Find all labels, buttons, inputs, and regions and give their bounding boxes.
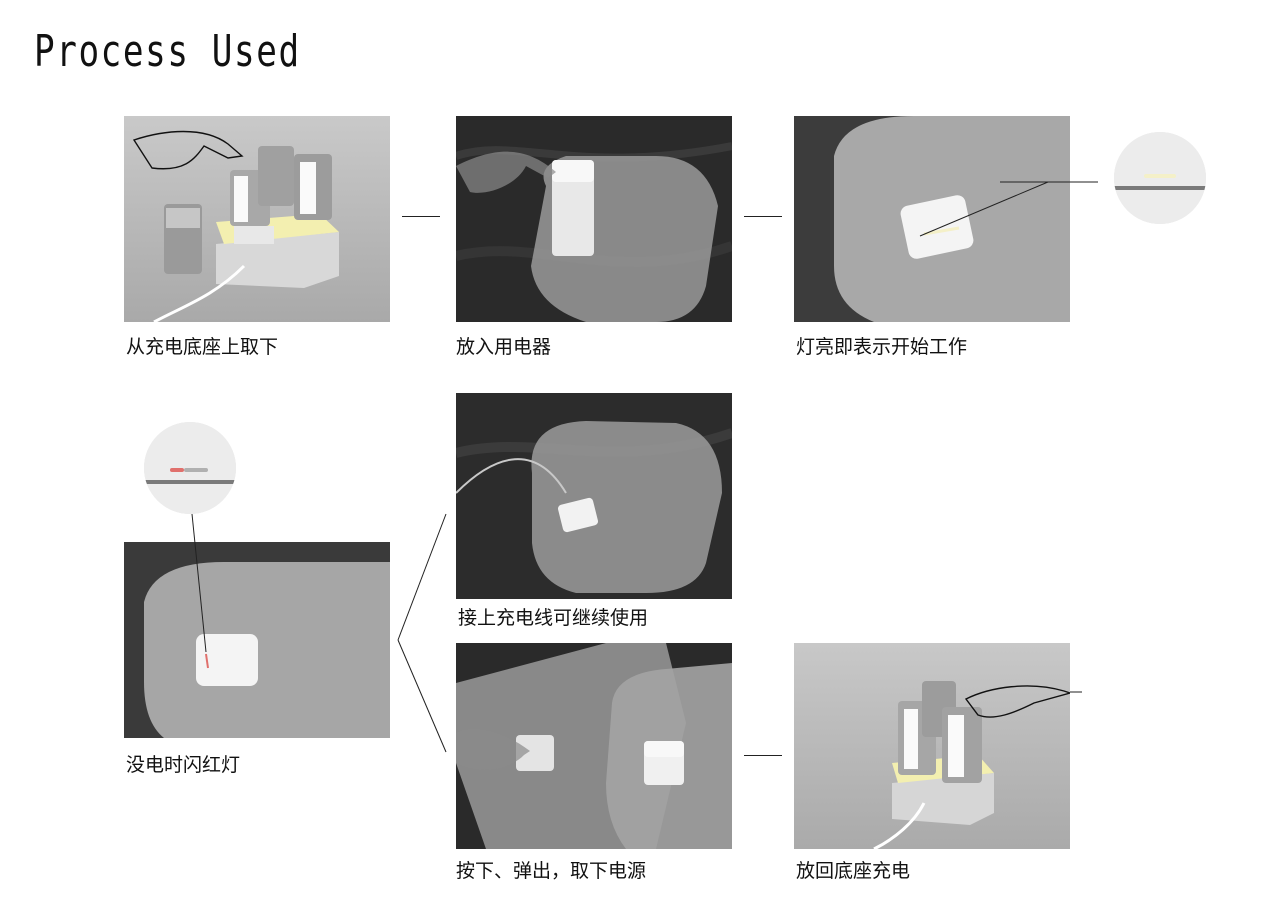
connector-2-3 [744,216,782,217]
step-5-image [456,393,732,599]
step-1-caption: 从充电底座上取下 [126,336,279,358]
step-2-caption: 放入用电器 [456,336,552,358]
page-title: Process Used [34,26,301,77]
connector-6-7 [744,755,782,756]
step-6-caption: 按下、弹出，取下电源 [456,860,647,882]
indicator-low-detail [144,422,236,514]
step-6-image [456,643,732,849]
indicator-on-detail [1114,132,1206,224]
step-2-image [456,116,732,322]
step-3-caption: 灯亮即表示开始工作 [796,336,968,358]
step-5-caption: 接上充电线可继续使用 [458,607,649,629]
step-1-image [124,116,390,322]
step-7-image [794,643,1070,849]
step-7-caption: 放回底座充电 [796,860,911,882]
step-4-image [124,542,390,738]
step-4-caption: 没电时闪红灯 [126,754,241,776]
connector-1-2 [402,216,440,217]
step-3-image [794,116,1070,322]
